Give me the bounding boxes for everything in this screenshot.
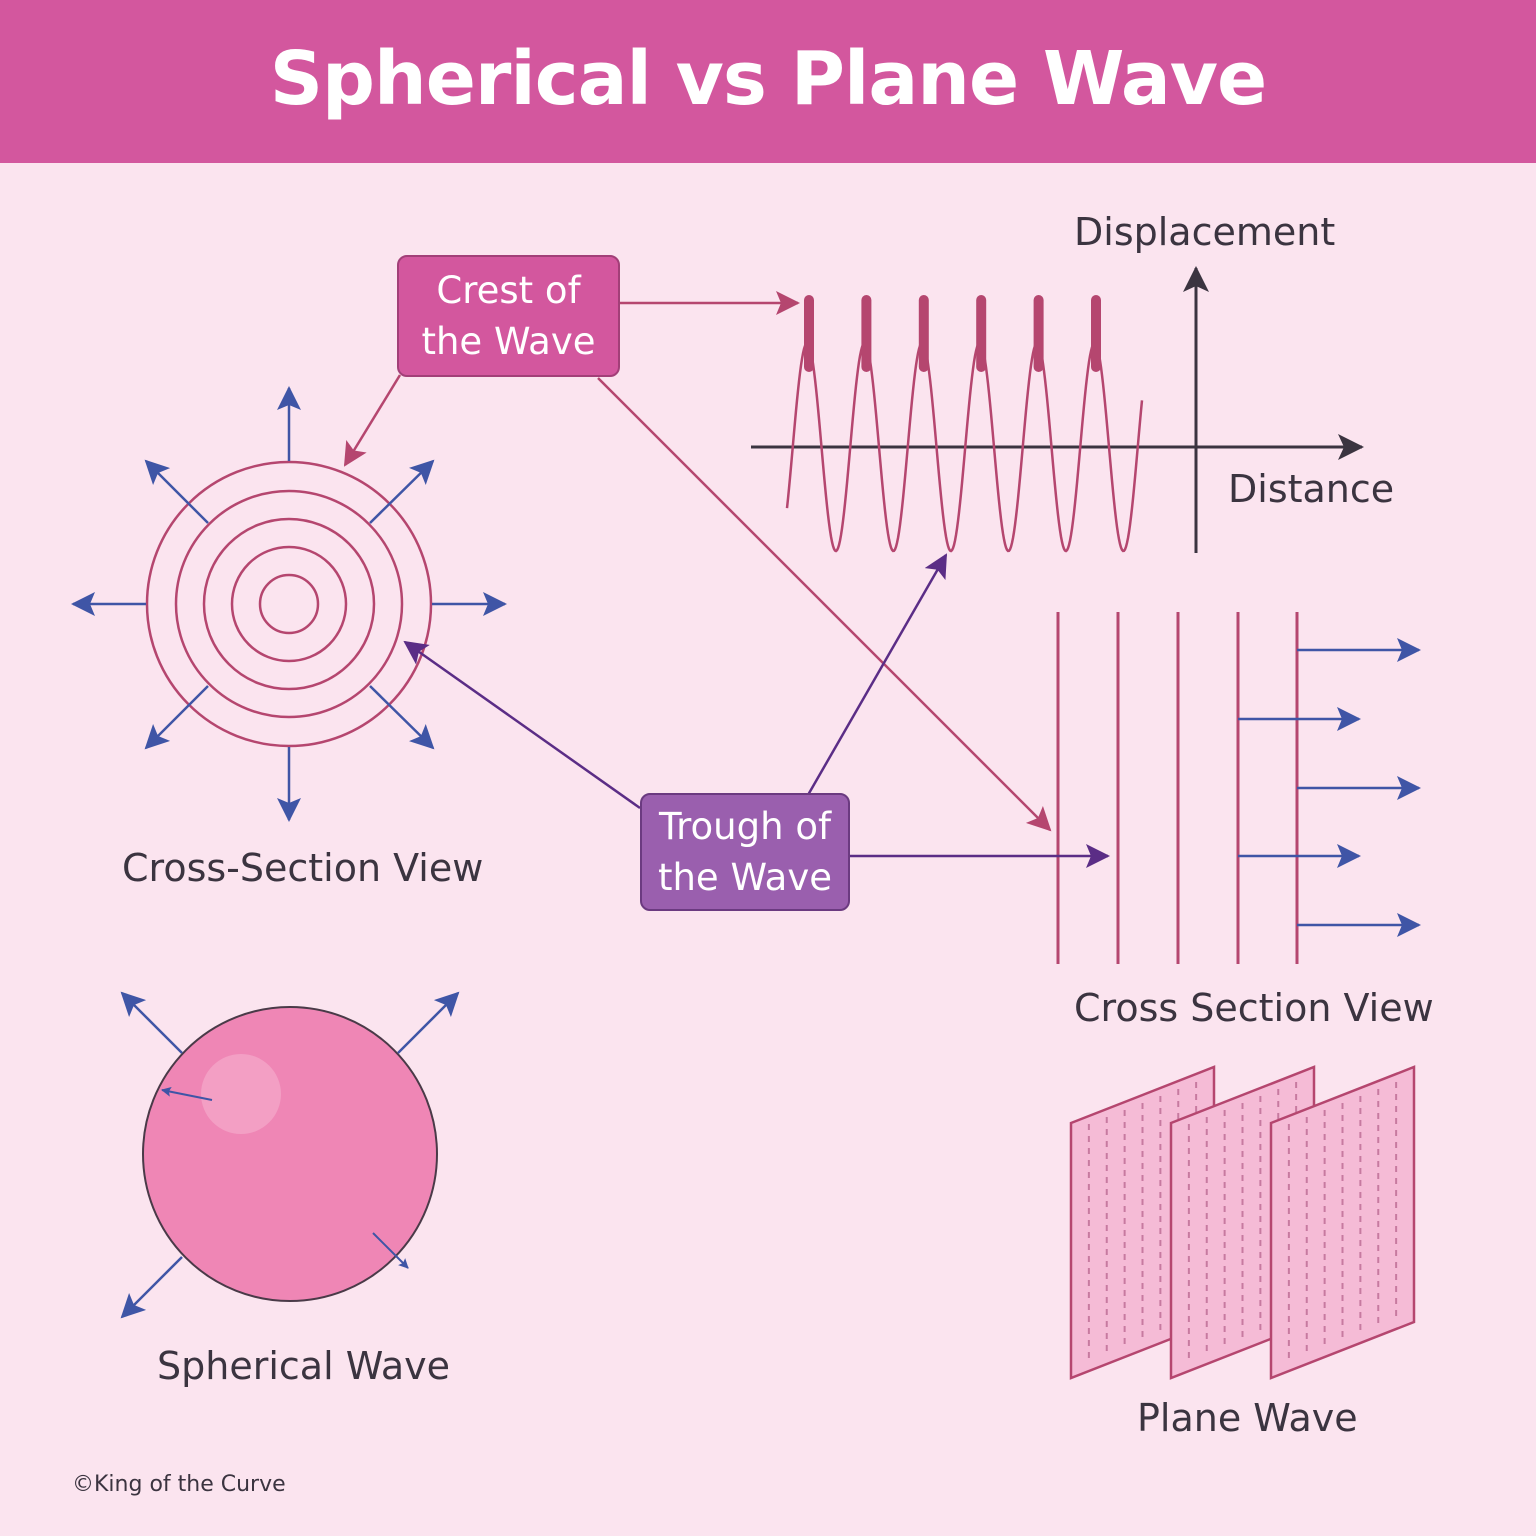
concentric-circles [145, 460, 433, 748]
page-title: Spherical vs Plane Wave [269, 36, 1268, 122]
radial-arrows [71, 386, 507, 822]
plane-wave-sheets [1069, 1065, 1416, 1380]
crest-callout: Crest of the Wave [397, 255, 620, 377]
copyright-notice: ©King of the Curve [72, 1472, 286, 1497]
crest-callout-line1: Crest of [436, 269, 581, 312]
plane-sheet [1269, 1065, 1416, 1380]
plane-wavefronts [1056, 612, 1299, 964]
crest-connectors [343, 291, 1052, 832]
sphere-outward-arrows [120, 991, 460, 1319]
trough-callout: Trough of the Wave [640, 793, 850, 911]
sine-wave [785, 341, 1144, 553]
cross-section-view-right-label: Cross Section View [1074, 986, 1434, 1030]
crest-callout-line2: the Wave [421, 320, 596, 363]
crest-markers [804, 295, 1101, 372]
spherical-wave-label: Spherical Wave [157, 1344, 450, 1388]
plane-propagation-arrows [1238, 638, 1421, 937]
trough-callout-line2: the Wave [657, 856, 833, 899]
plane-wave-label: Plane Wave [1137, 1396, 1358, 1440]
trough-connectors [403, 553, 1110, 868]
title-banner [0, 0, 1536, 163]
distance-axis-label: Distance [1228, 467, 1395, 511]
displacement-graph [751, 266, 1364, 553]
cross-section-view-left-label: Cross-Section View [122, 846, 484, 890]
displacement-axis-label: Displacement [1074, 210, 1336, 254]
trough-callout-line1: Trough of [658, 805, 831, 848]
spherical-wave-ball [142, 1006, 438, 1302]
